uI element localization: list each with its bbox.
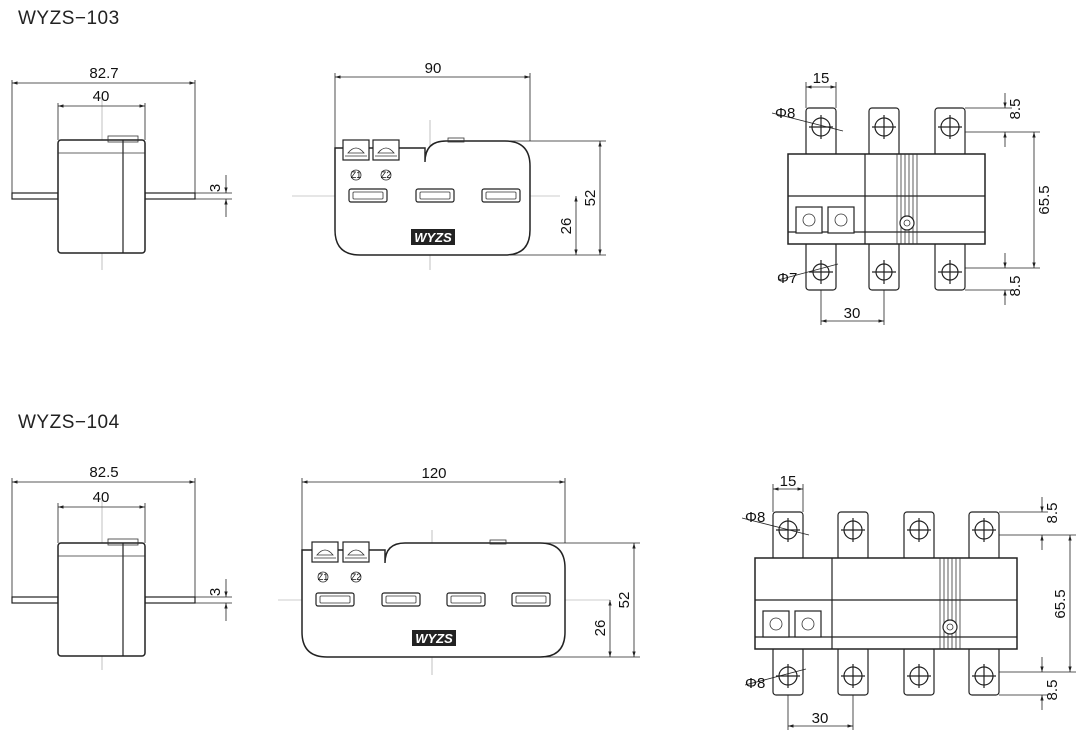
top-hole-upper-dim: Φ8	[745, 509, 765, 526]
top-view-103: 15 Φ8 Φ7 30 8.5 65.5 8.5	[771, 70, 1053, 325]
model-title-103: WYZS−103	[18, 8, 120, 29]
terminal-label-z1: Z1	[351, 170, 362, 180]
top-middle-dim: 65.5	[1036, 185, 1053, 214]
top-hole-lower-dim: Φ8	[745, 675, 765, 692]
top-spacing-dim: 30	[812, 710, 829, 727]
brand-logo: WYZS	[414, 230, 452, 245]
top-middle-dim: 65.5	[1052, 589, 1069, 618]
front-height-dim: 52	[616, 592, 633, 609]
front-center-dim: 26	[558, 218, 575, 235]
top-tab-lower-dim: 8.5	[1007, 276, 1024, 297]
top-tab-lower-dim: 8.5	[1044, 680, 1061, 701]
model-title-104: WYZS−104	[18, 412, 120, 433]
terminal-label-z1: Z1	[318, 572, 329, 582]
side-body-dim: 40	[93, 88, 110, 105]
front-width-dim: 90	[425, 60, 442, 77]
side-rod-dim: 3	[207, 184, 224, 192]
front-view-103: Z1 Z2 WYZS 90 52 26	[292, 60, 606, 270]
top-pitch-dim: 15	[813, 70, 830, 87]
side-view-103: 82.7 40 3	[11, 65, 232, 270]
side-rod-dim: 3	[207, 588, 224, 596]
side-overall-dim: 82.7	[89, 65, 118, 82]
brand-logo: WYZS	[415, 631, 453, 646]
front-width-dim: 120	[421, 465, 446, 482]
side-body-dim: 40	[93, 489, 110, 506]
front-center-dim: 26	[592, 620, 609, 637]
top-tab-upper-dim: 8.5	[1044, 503, 1061, 524]
top-hole-lower-dim: Φ7	[777, 270, 797, 287]
terminal-label-z2: Z2	[381, 170, 392, 180]
top-spacing-dim: 30	[844, 305, 861, 322]
front-view-104: Z1 Z2 WYZS 120 52 26	[278, 465, 640, 675]
front-height-dim: 52	[582, 190, 599, 207]
top-tab-upper-dim: 8.5	[1007, 99, 1024, 120]
side-overall-dim: 82.5	[89, 464, 118, 481]
top-view-104: 15 Φ8 Φ8 30 8.5 65.5 8.5	[741, 473, 1076, 730]
side-view-104: 82.5 40 3	[11, 464, 232, 670]
terminal-label-z2: Z2	[351, 572, 362, 582]
top-pitch-dim: 15	[780, 473, 797, 490]
top-hole-upper-dim: Φ8	[775, 105, 795, 122]
